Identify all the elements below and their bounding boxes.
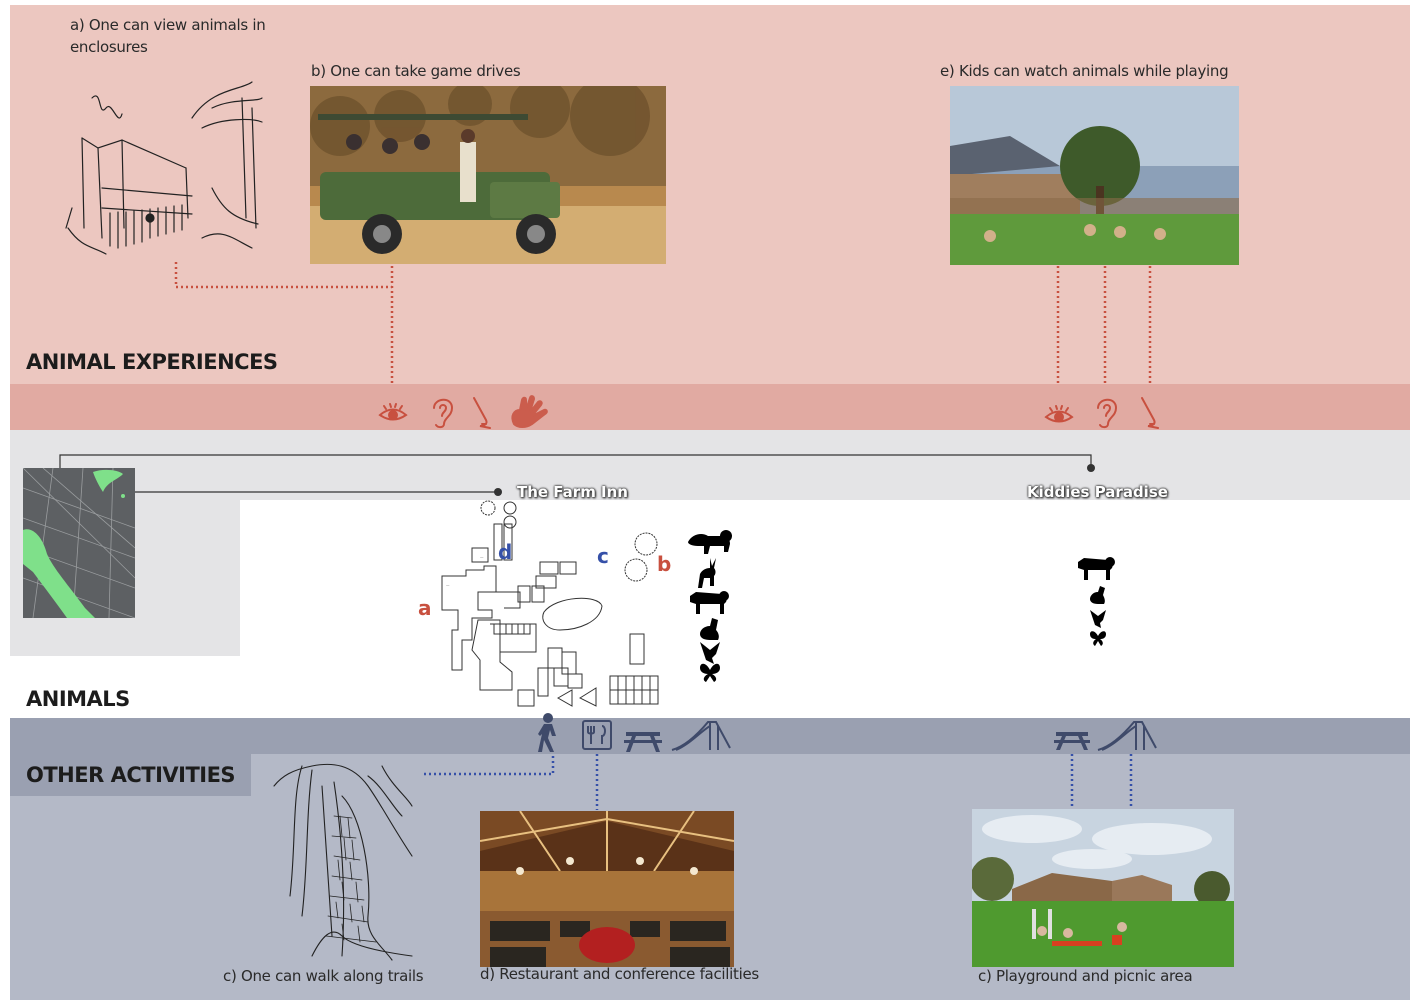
slide-icon: [671, 721, 731, 751]
nose-icon: [473, 397, 491, 429]
caption-game-drives: b) One can take game drives: [311, 62, 521, 80]
rabbit-icon: [700, 618, 719, 640]
animal-experiences-icon-strip: [10, 384, 1410, 430]
place-label-kiddies-paradise: Kiddies Paradise: [1027, 483, 1168, 501]
eye-icon: [1044, 405, 1074, 423]
kids-watch-photo: [950, 86, 1239, 265]
cow-icon: [1078, 557, 1115, 580]
location-map: [23, 468, 135, 618]
plan-letter-d: d: [498, 540, 513, 564]
section-title-other-activities: OTHER ACTIVITIES: [10, 754, 252, 796]
eye-icon: [378, 403, 408, 421]
butterfly-icon: [700, 663, 720, 682]
plan-letter-a: a: [418, 596, 432, 620]
animals-location-band: [10, 430, 1410, 500]
picnic-table-icon: [624, 732, 662, 752]
experience-icons-farm-inn: [376, 394, 552, 430]
svg-text:—: —: [480, 555, 484, 559]
bird-icon: [1090, 610, 1106, 628]
rabbit-icon: [1090, 586, 1105, 604]
trail-sketch: [273, 763, 413, 961]
enclosure-sketch: [65, 81, 263, 255]
game-drive-photo: [310, 86, 666, 264]
experience-icons-kiddies: [1044, 394, 1170, 430]
activity-icons-farm-inn: [536, 712, 736, 754]
restaurant-photo: [480, 811, 734, 967]
hiker-icon: [538, 713, 556, 752]
cow-icon: [690, 591, 729, 614]
animal-icons-farm-inn: [686, 528, 734, 684]
picnic-table-icon: [1054, 732, 1090, 750]
hand-icon: [511, 395, 548, 428]
antelope-icon: [698, 558, 716, 588]
caption-playground: c) Playground and picnic area: [978, 967, 1193, 985]
caption-kids-watch: e) Kids can watch animals while playing: [940, 62, 1229, 80]
caption-trails: c) One can walk along trails: [223, 967, 424, 985]
animal-icons-kiddies: [1074, 556, 1118, 652]
plan-letter-b: b: [657, 552, 672, 576]
lion-icon: [688, 530, 732, 554]
butterfly-icon: [1090, 631, 1106, 646]
caption-enclosures: a) One can view animals in enclosures: [70, 16, 266, 56]
place-label-farm-inn: The Farm Inn: [517, 483, 628, 501]
slide-icon: [1097, 721, 1157, 751]
section-title-animals: ANIMALS: [10, 680, 146, 718]
ear-icon: [1097, 398, 1118, 429]
plan-letter-c: c: [597, 544, 609, 568]
nose-icon: [1141, 397, 1159, 429]
restaurant-icon: [582, 720, 612, 750]
svg-text:—: —: [446, 583, 450, 587]
caption-restaurant: d) Restaurant and conference facilities: [480, 965, 759, 983]
ear-icon: [433, 398, 454, 429]
site-plan: ——: [440, 500, 670, 710]
activity-icons-kiddies: [1052, 716, 1160, 754]
section-title-animal-experiences: ANIMAL EXPERIENCES: [10, 340, 294, 384]
playground-photo: [972, 809, 1234, 967]
bird-icon: [700, 642, 720, 664]
